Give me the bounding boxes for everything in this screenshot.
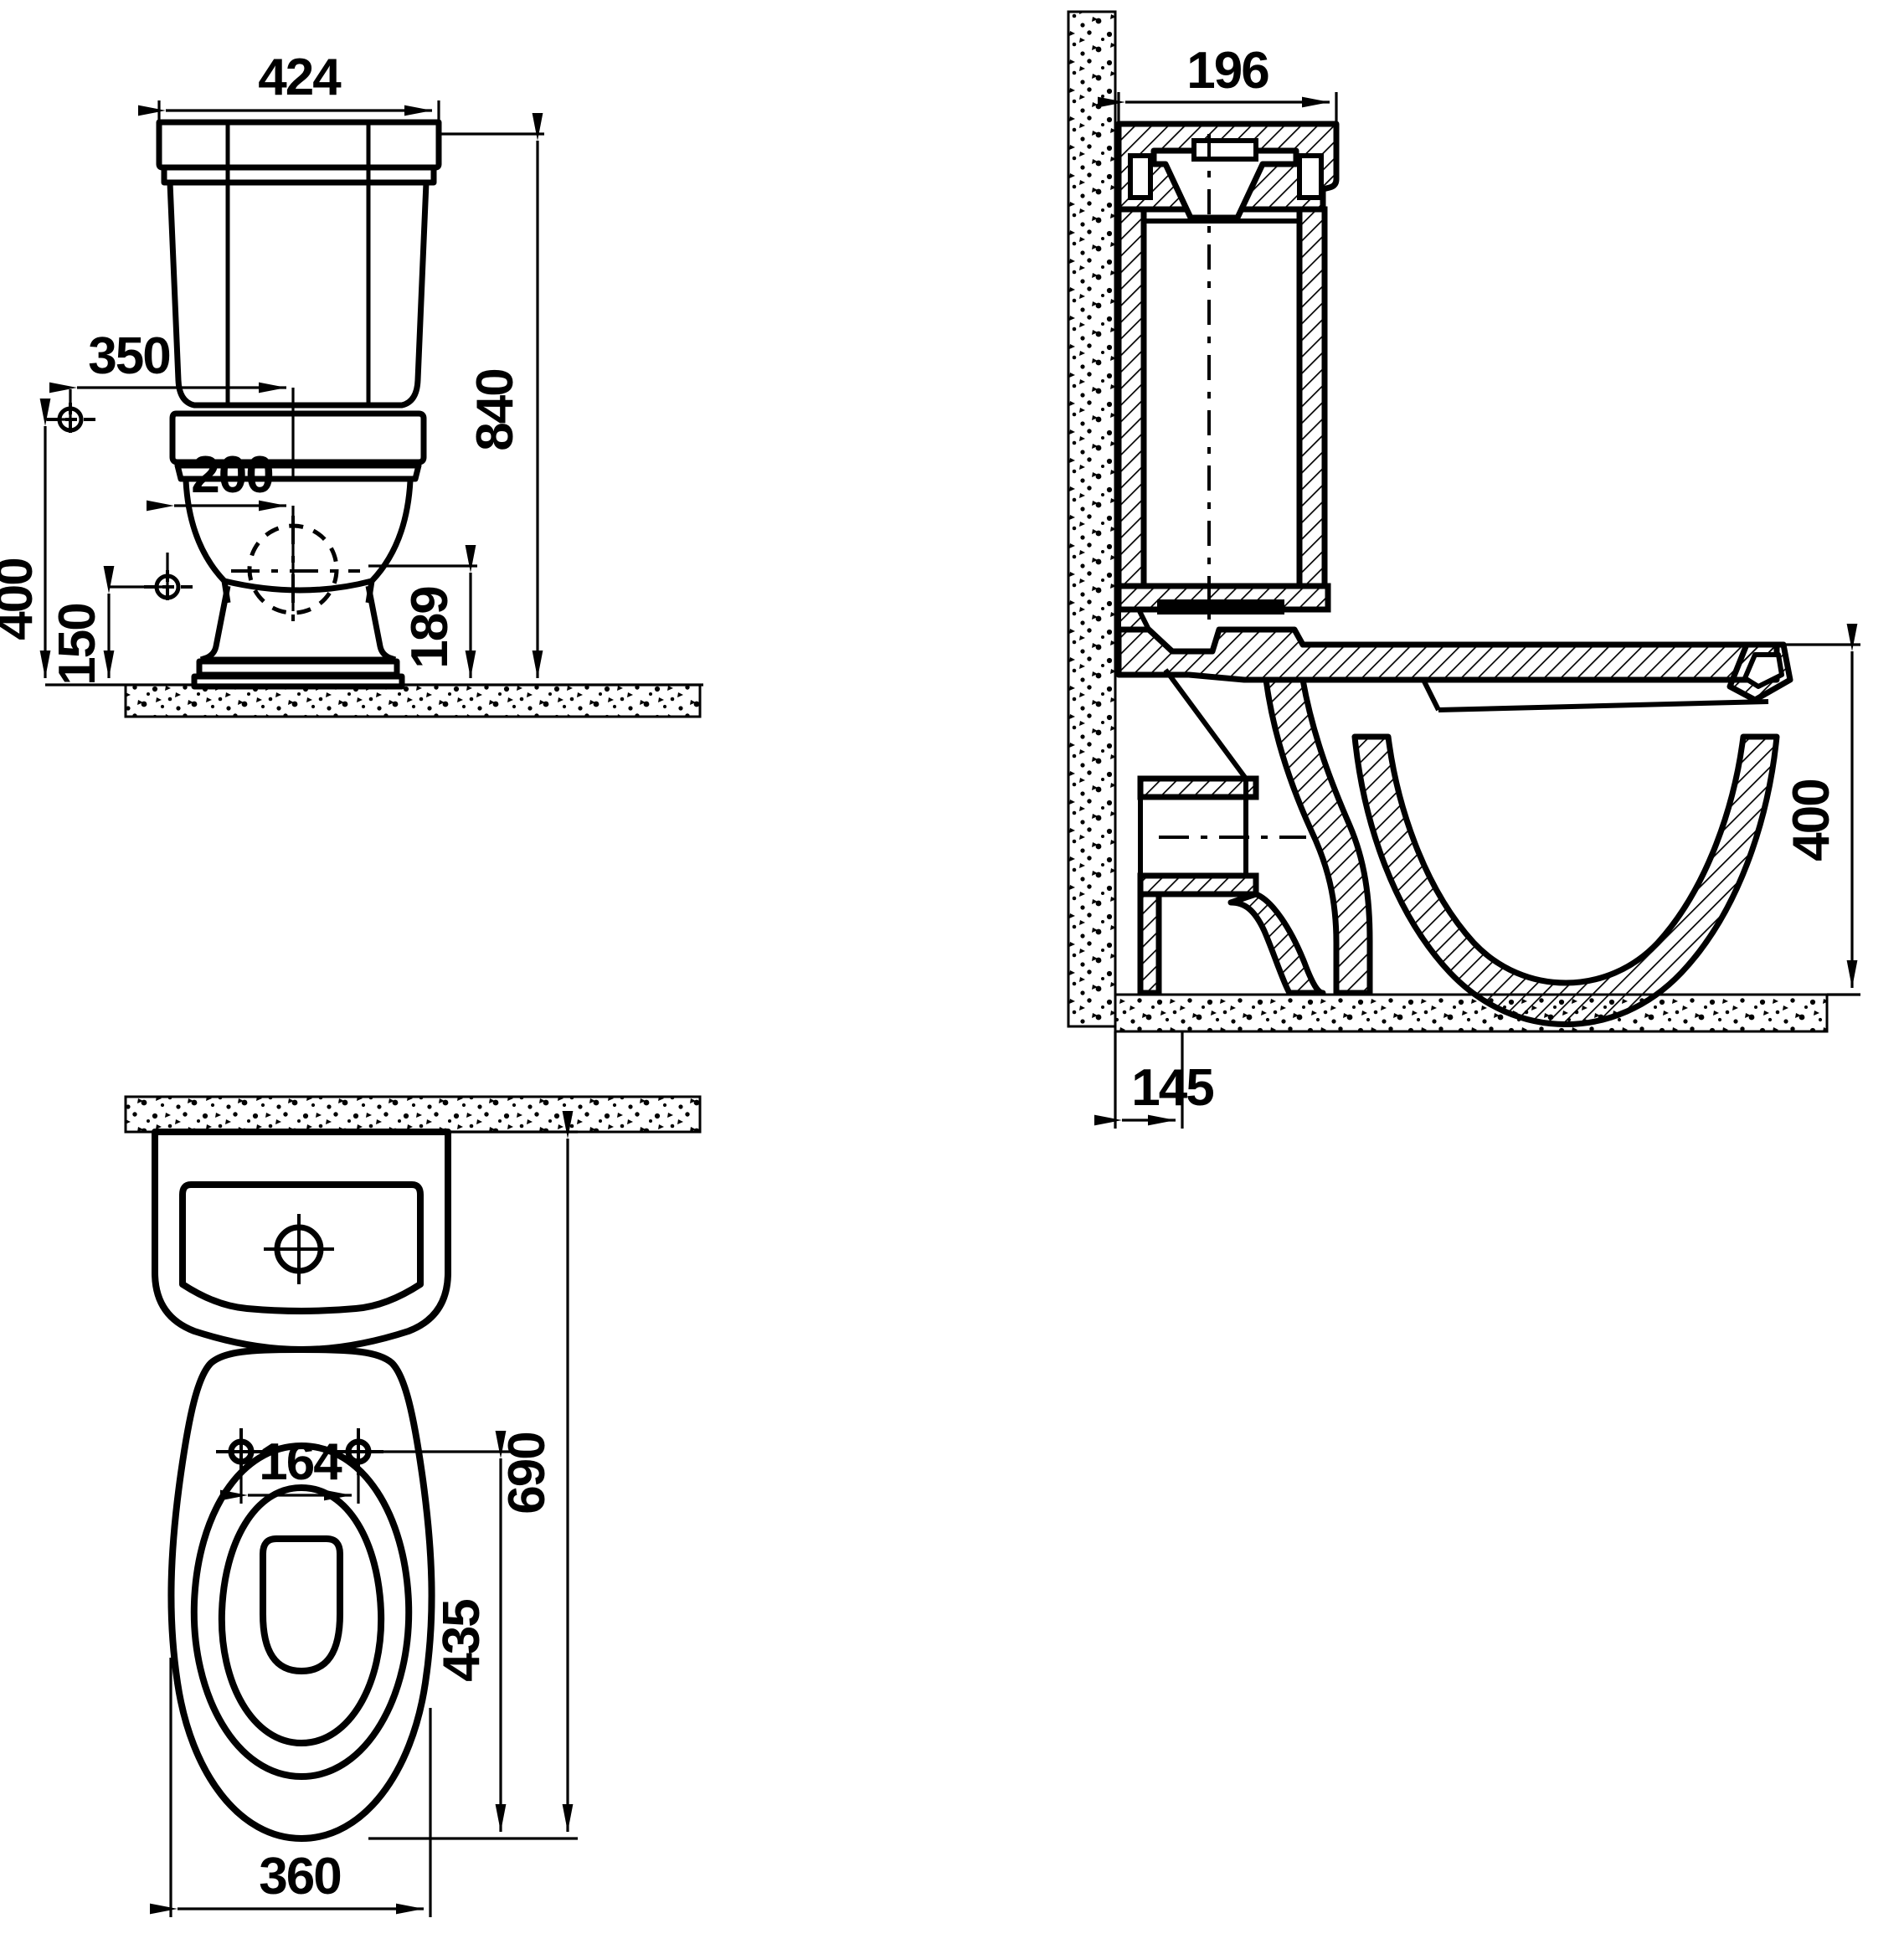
- pedestal-front: [191, 585, 405, 690]
- dim-400-side: [1783, 624, 1860, 996]
- floor-section: [1114, 993, 1829, 1033]
- bowl-body-section: [1137, 668, 1780, 1027]
- dim-label-840: 840: [466, 369, 524, 450]
- cistern-body-mouldings: [225, 183, 371, 405]
- cistern-lid-section: [1115, 121, 1340, 221]
- dim-label-435: 435: [433, 1600, 491, 1682]
- bowl-opening-plan: [260, 1535, 343, 1674]
- wall-section: [1067, 10, 1117, 1028]
- dim-400-front: [39, 399, 703, 687]
- dim-label-200: 200: [191, 446, 272, 504]
- seat-outline-section: [1421, 642, 1773, 712]
- dim-145: [1094, 1031, 1184, 1129]
- cistern-lid-joints: [225, 122, 371, 183]
- view-front-elevation: 424 350 200: [0, 49, 703, 718]
- floor-hatch-front: [124, 683, 702, 718]
- cistern-lid-front: [156, 119, 442, 186]
- bowl-rim-detail-section: [1726, 641, 1793, 703]
- flush-button-plan[interactable]: [264, 1214, 334, 1284]
- dim-label-400-side: 400: [1783, 779, 1840, 861]
- dim-label-350: 350: [88, 327, 169, 385]
- dim-690: [368, 1111, 578, 1840]
- dim-label-189: 189: [401, 587, 459, 669]
- dim-label-360: 360: [259, 1848, 340, 1905]
- dim-label-690: 690: [498, 1432, 556, 1514]
- bowl-body-front: [183, 480, 414, 604]
- dim-189: [368, 545, 477, 678]
- cistern-base-section: [1115, 583, 1331, 632]
- dim-label-196: 196: [1186, 42, 1268, 100]
- view-plan: 164 690 435 360: [124, 1095, 702, 1917]
- dim-label-424: 424: [258, 49, 342, 106]
- cistern-plan-inner: [179, 1181, 424, 1314]
- dim-label-150: 150: [49, 604, 106, 685]
- wall-hatch-plan: [124, 1095, 702, 1134]
- dim-label-145: 145: [1131, 1059, 1213, 1117]
- dim-label-400-front: 400: [0, 558, 44, 640]
- view-side-section: 196 400 145: [1067, 10, 1860, 1129]
- pan-plan-outline: [167, 1346, 435, 1842]
- bowl-rim-front: [169, 410, 427, 482]
- dim-label-164: 164: [259, 1433, 342, 1491]
- dim-360: [150, 1658, 432, 1917]
- cistern-walls-section: [1115, 206, 1328, 589]
- dim-840: [439, 113, 544, 678]
- dim-150: [103, 566, 172, 678]
- dim-196: [1098, 92, 1338, 122]
- dim-424: [138, 100, 440, 121]
- seat-ring-plan: [190, 1442, 413, 1781]
- dim-435: [358, 1431, 511, 1832]
- dim-164: [220, 1462, 360, 1504]
